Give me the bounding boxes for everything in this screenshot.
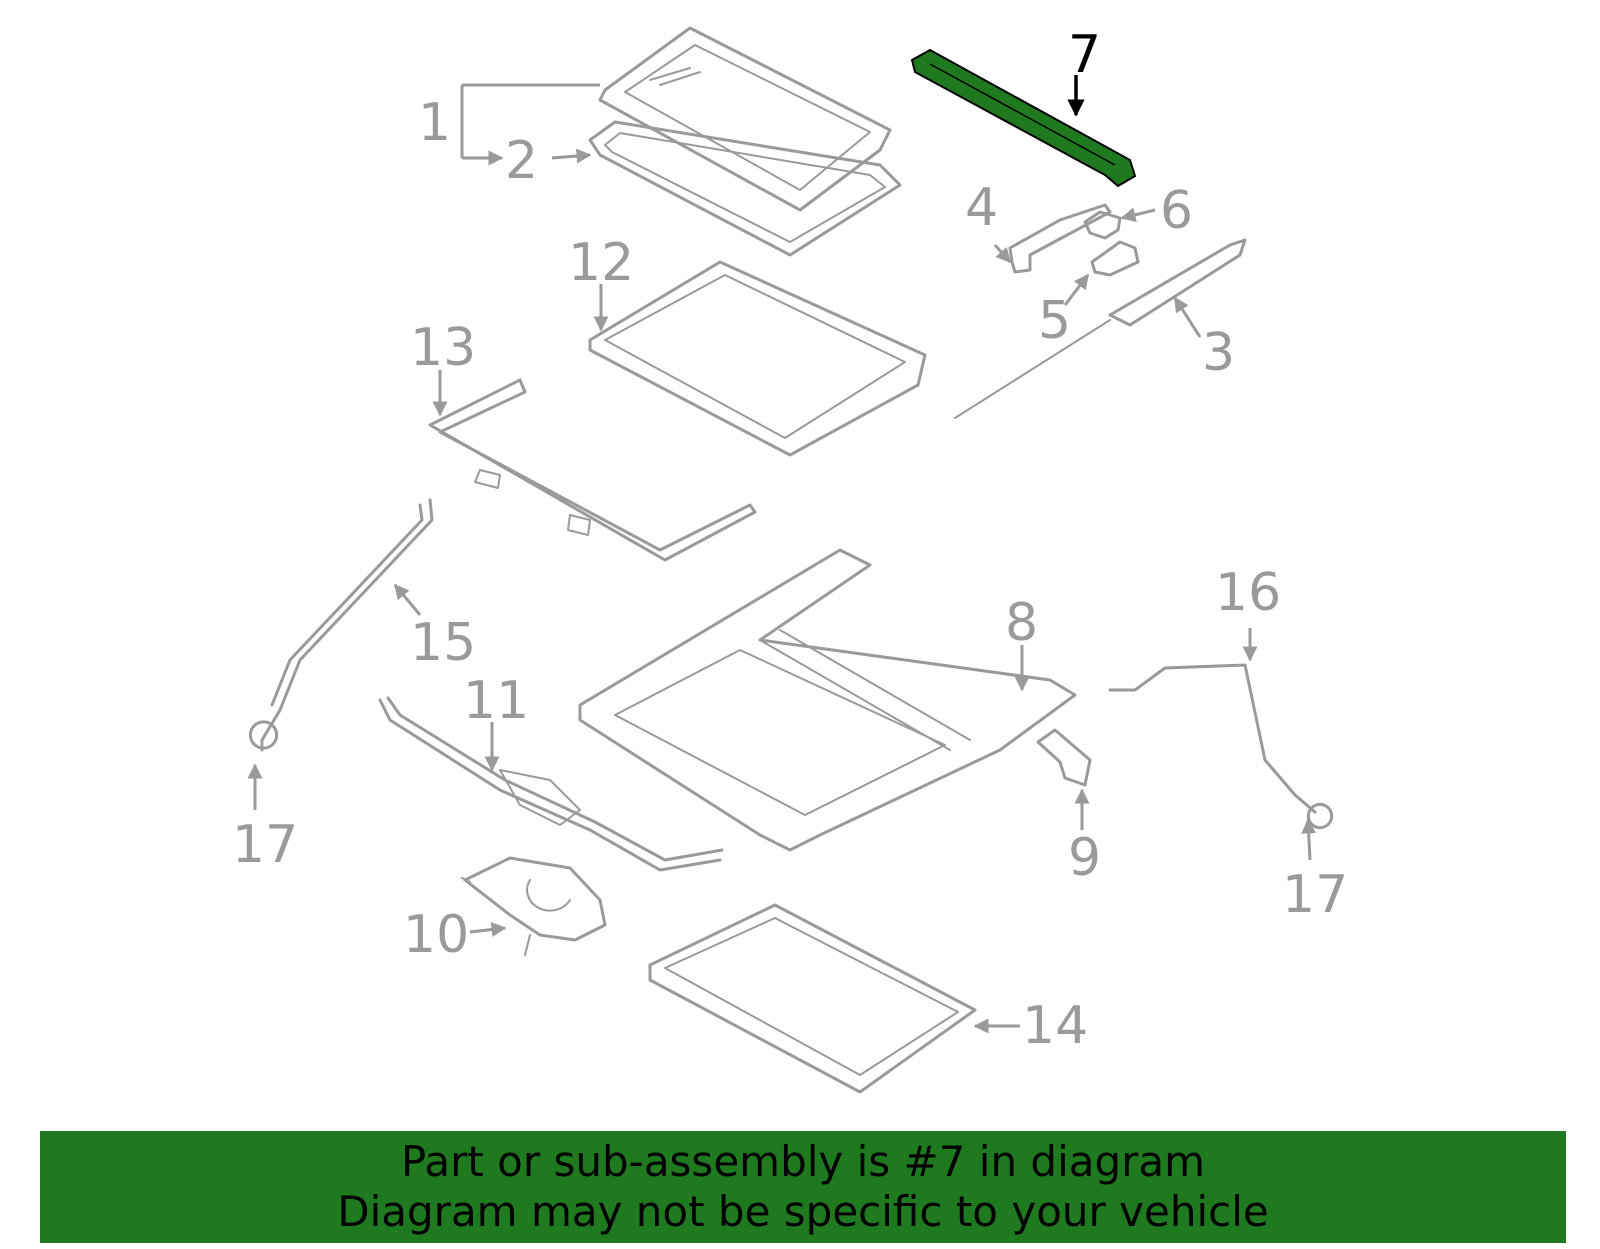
callout-1: 1 (418, 93, 451, 153)
callout-15: 15 (410, 613, 476, 673)
callout-7: 7 (1068, 25, 1101, 85)
callout-12: 12 (568, 233, 634, 293)
part-9-bracket (1036, 728, 1092, 787)
callout-14: 14 (1022, 996, 1088, 1056)
part-5-clip (1090, 240, 1140, 277)
callout-5: 5 (1038, 291, 1071, 351)
part-7-front-rail-highlighted (910, 48, 1137, 188)
callout-6: 6 (1160, 181, 1193, 241)
callout-10: 10 (403, 905, 469, 965)
callout-labels: 1 2 3 4 5 6 7 8 9 10 11 12 13 14 15 16 1… (232, 25, 1348, 1056)
part-10-motor (461, 856, 607, 956)
part-6-clip (1083, 210, 1122, 240)
part-3-drive-rail (954, 238, 1247, 419)
callout-8: 8 (1005, 593, 1038, 653)
leader-lines (247, 75, 1317, 1034)
callout-2: 2 (505, 131, 538, 191)
callout-17-right: 17 (1282, 865, 1348, 925)
part-15-drain-hose (260, 498, 434, 752)
callout-9: 9 (1068, 828, 1101, 888)
info-banner: Part or sub-assembly is #7 in diagram Di… (40, 1131, 1566, 1243)
part-8-sunroof-frame (578, 548, 1077, 852)
banner-line-1: Part or sub-assembly is #7 in diagram (400, 1137, 1206, 1186)
part-17-clamp-right (1306, 802, 1334, 830)
callout-3: 3 (1202, 323, 1235, 383)
callout-13: 13 (410, 318, 476, 378)
part-14-seal (648, 903, 977, 1094)
part-16-drain-hose (1108, 663, 1317, 814)
callout-16: 16 (1215, 563, 1281, 623)
part-4-bracket (1008, 203, 1112, 274)
part-13-deflector (428, 378, 757, 562)
callout-11: 11 (463, 671, 529, 731)
part-1-glass-panel (598, 26, 892, 212)
callout-4: 4 (965, 178, 998, 238)
banner-line-2: Diagram may not be specific to your vehi… (337, 1187, 1269, 1236)
part-11-cable-assembly (378, 696, 724, 872)
part-17-clamp-left (248, 720, 279, 750)
sunroof-parts-diagram: 1 2 3 4 5 6 7 8 9 10 11 12 13 14 15 16 1… (232, 25, 1348, 1094)
callout-17-left: 17 (232, 815, 298, 875)
part-2-seal (588, 120, 902, 257)
part-12-frame (588, 260, 927, 457)
